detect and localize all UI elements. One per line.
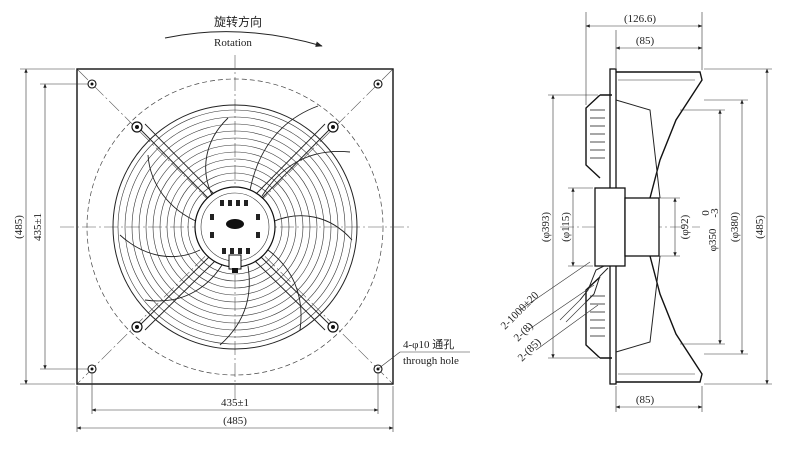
guard-struts — [139, 123, 331, 331]
dim-115: (φ115) — [560, 212, 572, 242]
dim-380: (φ380) — [729, 212, 741, 243]
dim-depth-top: (85) — [636, 35, 655, 47]
rotation-indicator: 旋转方向 Rotation — [164, 14, 323, 49]
front-height-dims: (485) 435±1 — [13, 68, 88, 385]
fan-guard — [112, 104, 358, 350]
dim-height-holes: 435±1 — [32, 213, 44, 241]
dim-350-tol-lower: -3 — [709, 208, 721, 218]
side-bottom-dims: (85) — [615, 386, 703, 412]
guard-ribs — [590, 109, 605, 337]
side-left-dims: (φ393) (φ115) — [540, 94, 598, 359]
blade-edge-bottom — [615, 255, 661, 353]
rotation-label-en: Rotation — [214, 37, 252, 49]
side-hub-dim: (φ92) — [659, 197, 691, 257]
hole-callout: 4-φ10 通孔 through hole — [377, 338, 470, 370]
motor-rotor — [624, 197, 660, 257]
rotation-arrow-icon — [164, 31, 323, 47]
strut-bolts — [131, 121, 339, 333]
front-width-dims: 435±1 (485) — [76, 372, 394, 432]
cable-gland-icon — [228, 254, 242, 270]
guard-profile-top — [585, 94, 612, 179]
hole-note-cn: 4-φ10 通孔 — [403, 338, 454, 351]
dim-depth-bottom: (85) — [636, 394, 655, 406]
dim-height-total: (485) — [13, 215, 25, 239]
dim-92: (φ92) — [679, 214, 691, 239]
dim-width-total: (485) — [223, 415, 247, 427]
blade-profile-bottom — [616, 255, 703, 383]
rotation-label-cn: 旋转方向 — [214, 14, 262, 29]
hole-note-en: through hole — [403, 355, 459, 367]
dim-393: (φ393) — [540, 212, 552, 243]
blade-sweep-circle — [86, 78, 384, 376]
side-view: (126.6) (85) (85) (φ393) (φ115) (φ92) — [499, 12, 772, 412]
dim-depth-total: (126.6) — [624, 13, 656, 25]
dim-width-holes: 435±1 — [221, 397, 249, 409]
front-view: 旋转方向 Rotation — [13, 14, 470, 432]
blade-profile-top — [616, 71, 703, 199]
motor-body — [594, 187, 626, 267]
dim-350-tol-upper: 0 — [700, 210, 712, 216]
brand-logo-icon — [226, 219, 244, 229]
cable — [559, 265, 609, 323]
blade-edge-top — [615, 99, 661, 199]
dim-485: (485) — [754, 215, 766, 239]
cable-annotations: 2-1000±20 2-(8) 2-(85) — [499, 261, 599, 364]
cable-length: 2-1000±20 — [499, 289, 542, 332]
side-right-dims: φ350 0 -3 (φ380) (485) — [680, 68, 772, 385]
motor-hub — [194, 186, 276, 273]
side-top-dims: (126.6) (85) — [585, 12, 703, 105]
guard-profile-bottom — [585, 276, 612, 359]
dim-350: φ350 — [707, 228, 719, 251]
